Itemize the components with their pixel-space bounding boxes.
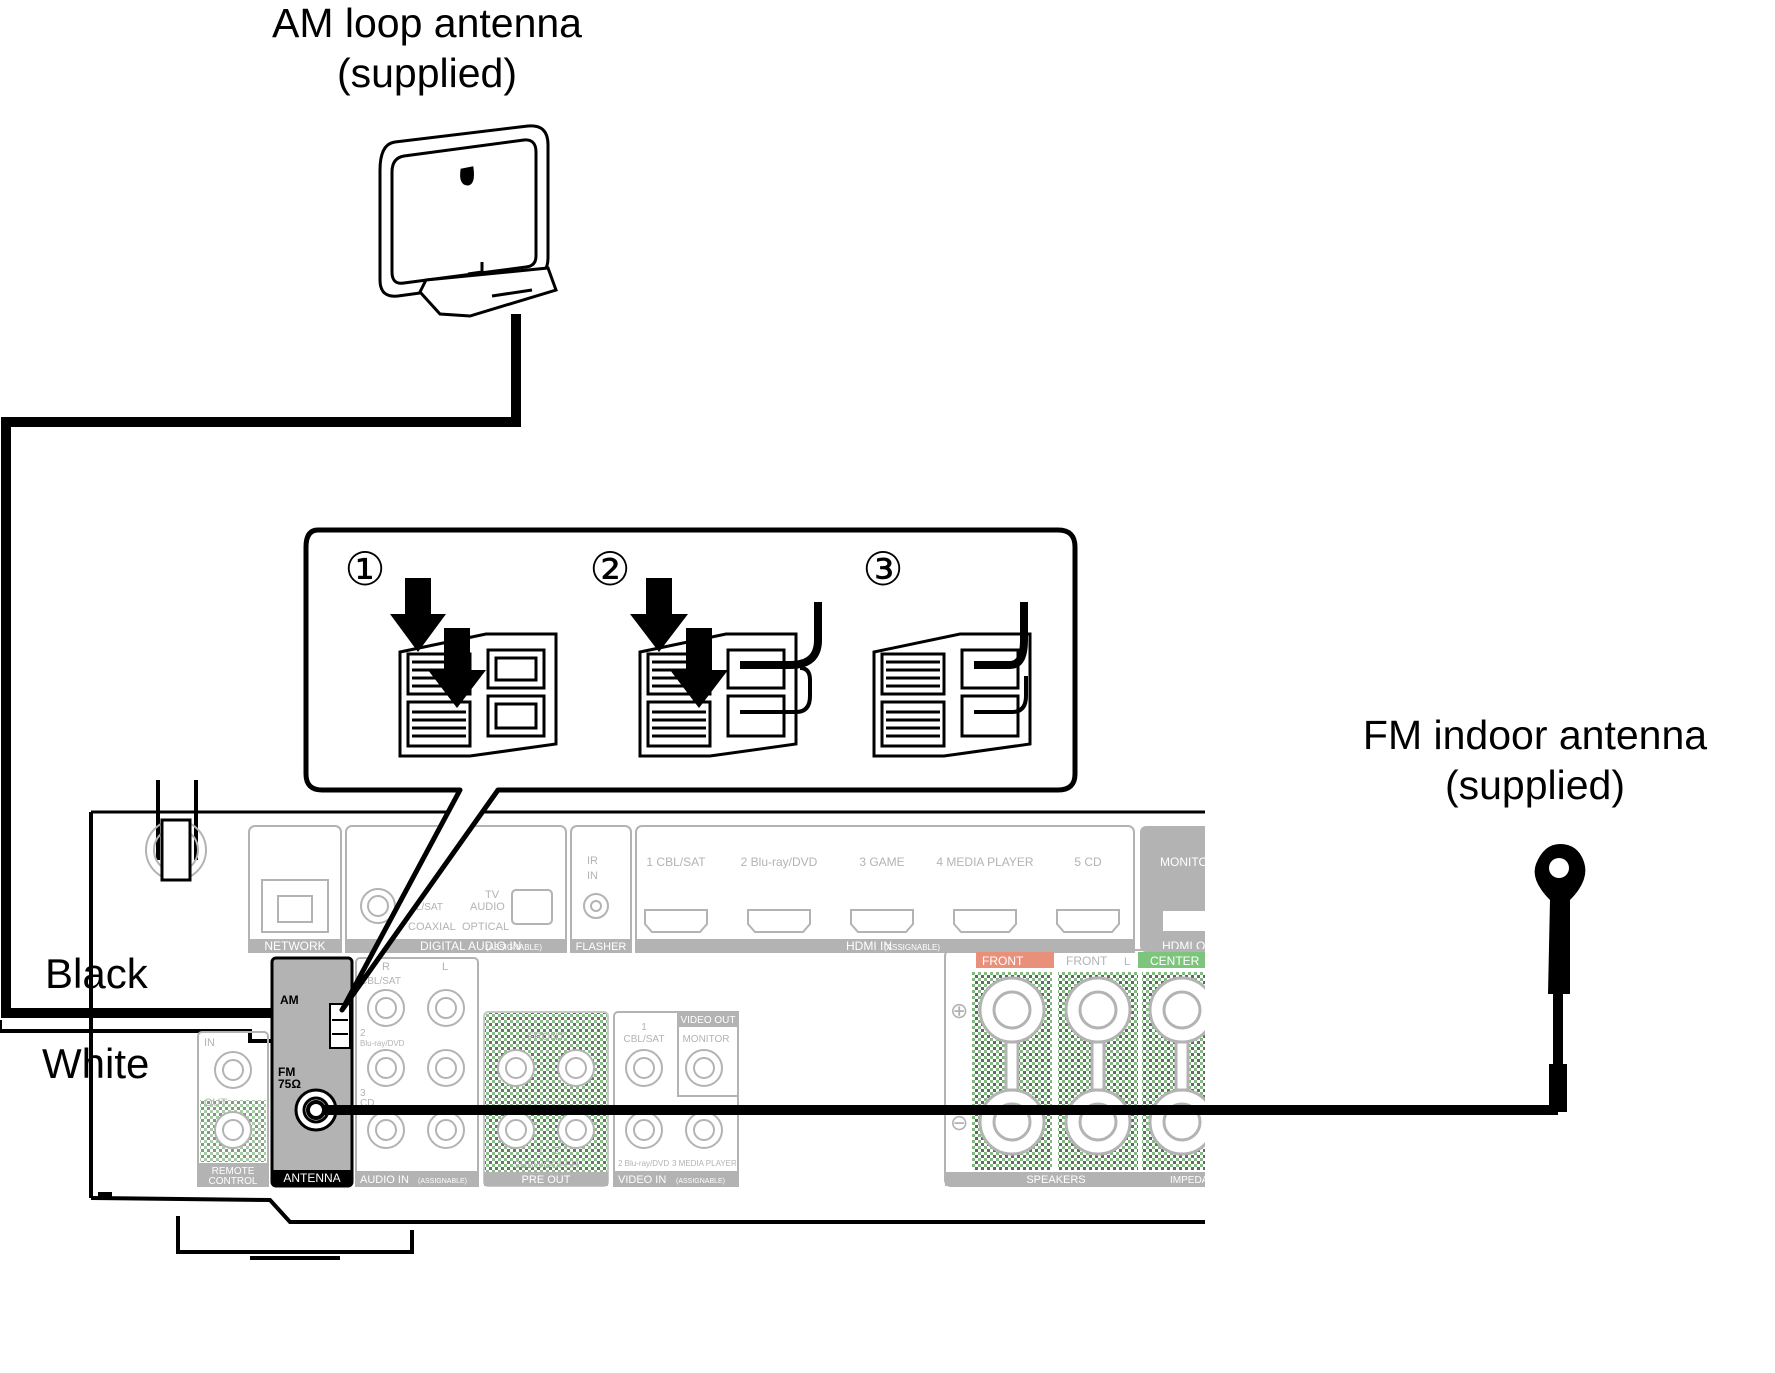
video-in-label: VIDEO IN xyxy=(618,1174,666,1186)
step-3-terminal xyxy=(872,632,1032,758)
video-assignable-label: (ASSIGNABLE) xyxy=(676,1178,725,1185)
antenna-fm-label: FM xyxy=(278,1065,295,1079)
video-media-label: 3 MEDIA PLAYER xyxy=(672,1159,737,1168)
flasher-input xyxy=(570,825,632,953)
audio-cbl-label: CBL/SAT xyxy=(360,976,401,987)
coaxial-cbl-label: CBL/SAT xyxy=(402,902,443,913)
audio-assignable-label: (ASSIGNABLE) xyxy=(418,1178,467,1185)
pre-out-label: PRE OUT xyxy=(522,1174,571,1186)
digital-assignable-label: (ASSIGNABLE) xyxy=(486,943,542,952)
hdmi-input-5: 5 CD xyxy=(1074,855,1102,869)
ir-label-1: IR xyxy=(587,855,598,867)
hdmi-assignable-label: (ASSIGNABLE) xyxy=(884,943,940,952)
pre-out-block xyxy=(483,1011,609,1187)
audio-in-block xyxy=(355,957,479,1187)
step-numbers: ① ② ③ xyxy=(344,542,903,596)
hdmi-out-block xyxy=(1140,826,1205,952)
remote-in-label: IN xyxy=(204,1037,215,1049)
hdmi-input-2: 2 Blu-ray/DVD xyxy=(741,855,818,869)
front-r-badge: R xyxy=(1040,956,1048,968)
coaxial-label: COAXIAL xyxy=(408,921,456,933)
step-3-number: ③ xyxy=(862,542,903,596)
fm-antenna-caption: FM indoor antenna (supplied) xyxy=(1330,710,1740,810)
step-2-terminal xyxy=(638,632,798,758)
digital-audio-in-label: DIGITAL AUDIO IN xyxy=(420,939,521,953)
antenna-ohm-label: 75Ω xyxy=(278,1077,301,1091)
step-1-terminal xyxy=(398,632,558,758)
step-2-arrows xyxy=(630,578,728,708)
front-preout-label: FRONT xyxy=(527,1031,565,1043)
front-l-badge: L xyxy=(1124,956,1130,968)
optical-label: OPTICAL xyxy=(462,921,509,933)
speakers-block xyxy=(944,949,1205,1187)
video-1-label: 1 xyxy=(641,1022,647,1033)
front-r-speaker-label: FRONT xyxy=(982,954,1024,968)
remote-control-block xyxy=(197,1031,269,1187)
hdmi-input-labels: 1 CBL/SAT 2 Blu-ray/DVD 3 GAME 4 MEDIA P… xyxy=(646,855,1102,869)
sub-2-label: 2 xyxy=(554,1146,560,1157)
am-antenna-caption: AM loop antenna (supplied) xyxy=(232,0,622,98)
step-2-number: ② xyxy=(589,542,630,596)
video-out-label: VIDEO OUT xyxy=(680,1015,735,1026)
hdmi-in-label: HDMI IN xyxy=(846,939,892,953)
subwoofer-label: SUBWOOFER xyxy=(513,1160,579,1171)
video-cbl-label: CBL/SAT xyxy=(624,1034,665,1045)
receiver-chassis: NETWORK TV AUDIO CBL/SAT COAXIAL OPTICAL… xyxy=(89,780,1217,1260)
am-antenna-title: AM loop antenna xyxy=(271,0,582,46)
am-loop-antenna xyxy=(378,124,558,318)
center-speaker-label: CENTER xyxy=(1150,954,1200,968)
audio-l-label: L xyxy=(442,961,448,973)
terminal-steps-callout: ① ② ③ xyxy=(303,527,1078,1013)
antenna-label: ANTENNA xyxy=(283,1171,340,1185)
sub-1-label: 1 xyxy=(538,1146,544,1157)
am-antenna-supplied: (supplied) xyxy=(336,50,518,96)
ir-label-2: IN xyxy=(587,870,598,882)
speakers-label: SPEAKERS xyxy=(1026,1174,1085,1186)
hdmi-input-3: 3 GAME xyxy=(859,855,904,869)
network-label: NETWORK xyxy=(264,939,325,953)
black-wire-label: Black xyxy=(45,950,148,997)
minus-symbol: ⊖ xyxy=(950,1110,968,1135)
video-bluray-label: 2 Blu-ray/DVD xyxy=(618,1159,669,1168)
impedance-label: IMPEDA xyxy=(1170,1175,1209,1186)
fm-indoor-antenna xyxy=(1534,844,1586,1112)
video-monitor-label: MONITOR xyxy=(682,1034,729,1045)
audio-r-label: R xyxy=(382,961,390,973)
step-2-wires xyxy=(740,602,822,714)
plus-symbol: ⊕ xyxy=(950,998,968,1023)
audio-cd-label: CD xyxy=(360,1098,374,1109)
fm-connector-plug xyxy=(306,1100,326,1120)
antenna-am-label: AM xyxy=(280,993,299,1007)
fm-antenna-cable xyxy=(316,1105,1563,1115)
audio-bluray-label: Blu-ray/DVD xyxy=(360,1039,405,1048)
remote-label-2: CONTROL xyxy=(209,1176,258,1187)
monitor-label: MONITOR xyxy=(1160,855,1217,869)
tv-audio-label-2: AUDIO xyxy=(470,901,505,913)
white-wire-label: White xyxy=(42,1040,150,1087)
hdmi-input-1: 1 CBL/SAT xyxy=(646,855,706,869)
step-1-arrows xyxy=(390,578,486,708)
audio-2-label: 2 xyxy=(360,1028,366,1039)
step-3-wires xyxy=(974,602,1028,714)
step-1-number: ① xyxy=(344,542,385,596)
audio-in-label: AUDIO IN xyxy=(360,1174,409,1186)
fm-antenna-supplied: (supplied) xyxy=(1444,762,1626,808)
fm-antenna-title: FM indoor antenna xyxy=(1362,712,1708,758)
flasher-label: FLASHER xyxy=(576,941,627,953)
audio-3-label: 3 xyxy=(360,1088,366,1099)
front-l-speaker-label: FRONT xyxy=(1066,954,1108,968)
remote-out-label: OUT xyxy=(204,1097,228,1109)
hdmi-in-block xyxy=(635,825,1135,953)
network-port xyxy=(248,825,342,953)
video-block xyxy=(613,1011,739,1187)
remote-label-1: REMOTE xyxy=(212,1166,255,1177)
tv-audio-label-1: TV xyxy=(485,889,500,901)
hdmi-input-4: 4 MEDIA PLAYER xyxy=(936,855,1033,869)
